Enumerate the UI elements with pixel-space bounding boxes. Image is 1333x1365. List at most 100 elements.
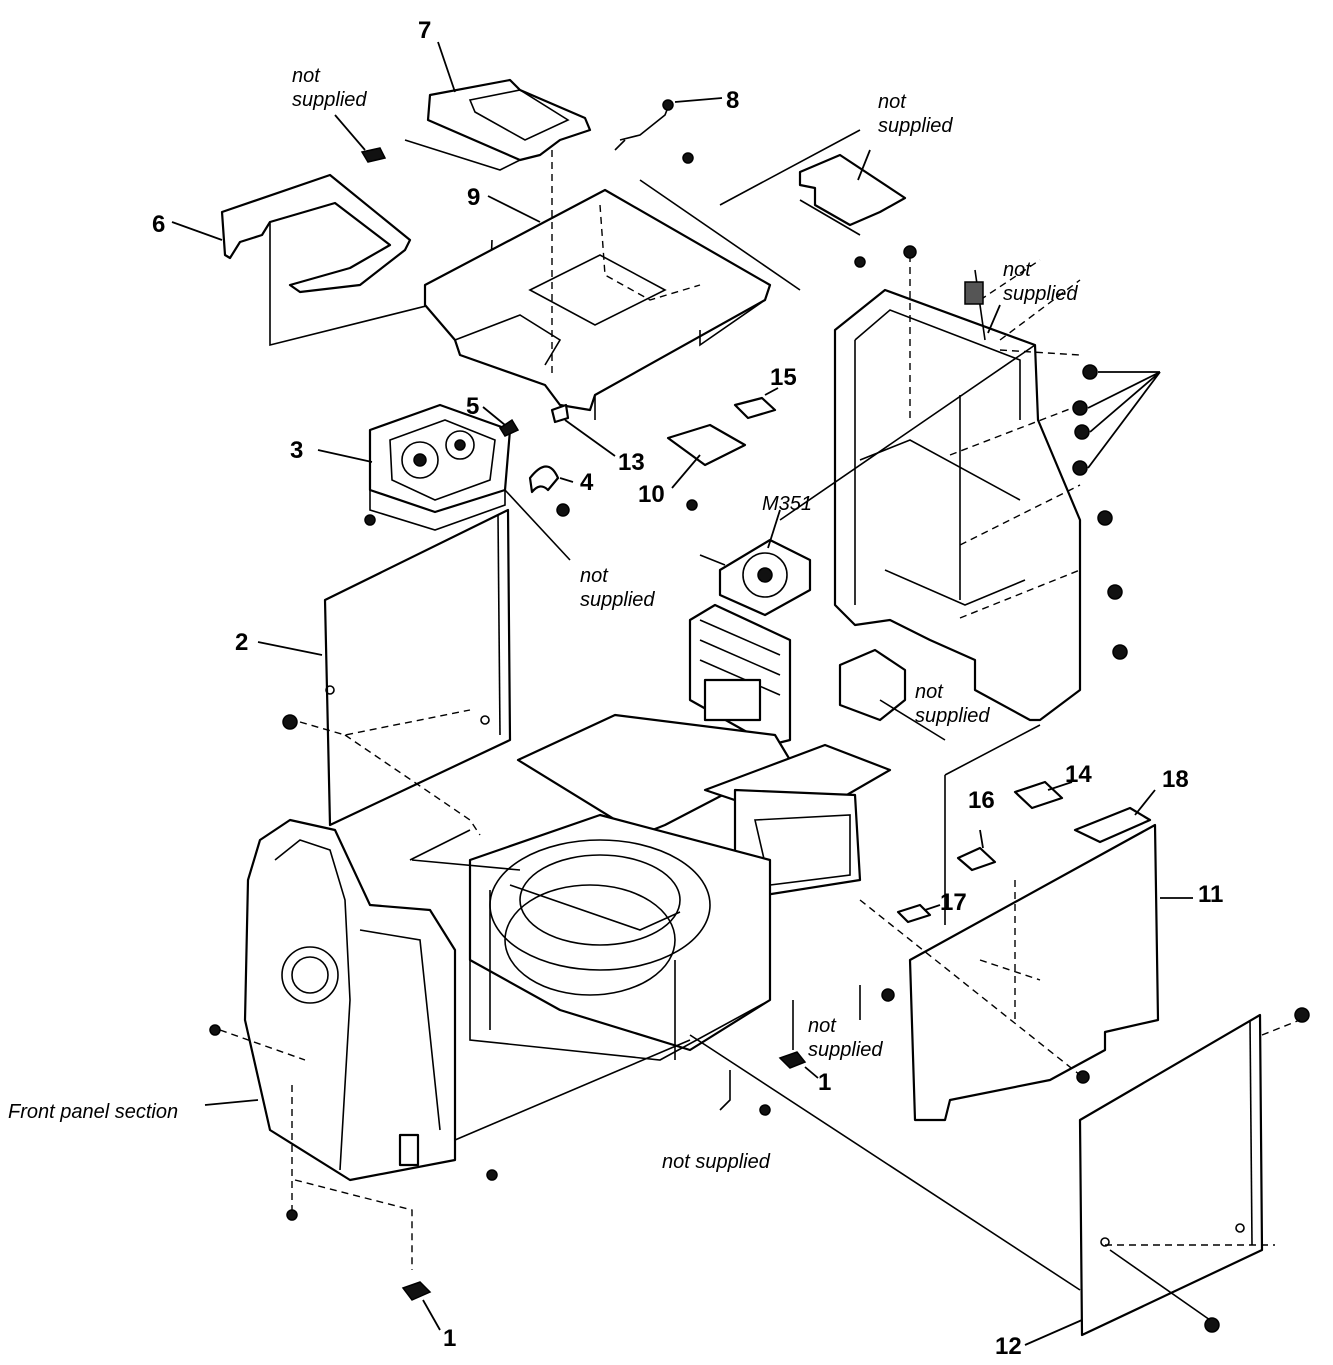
screw-mid-right xyxy=(881,988,895,1002)
note-mid-line2: supplied xyxy=(580,589,655,611)
screw-rear-top xyxy=(903,245,917,259)
screw-mechanism xyxy=(364,514,376,526)
label-part-7: 7 xyxy=(418,17,431,44)
part-6-bracket xyxy=(171,173,412,294)
part-10-sheet xyxy=(666,423,747,467)
panel-12-guide xyxy=(1109,1249,1211,1321)
label-part-2: 2 xyxy=(235,629,248,656)
label-part-1-right: 1 xyxy=(818,1069,831,1096)
note-screw-line2: supplied xyxy=(808,1039,883,1061)
label-part-9: 9 xyxy=(467,184,480,211)
guide-line-b xyxy=(719,129,861,206)
part-1-foot-right xyxy=(778,1051,807,1069)
label-part-18: 18 xyxy=(1162,766,1189,793)
label-m351: M351 xyxy=(762,493,812,515)
leader-not-supplied-mid xyxy=(504,489,571,561)
leader-not-supplied-rear xyxy=(987,304,1001,334)
part-12-side-panel xyxy=(1024,1013,1264,1346)
part-14-pad xyxy=(1013,780,1064,810)
label-part-4: 4 xyxy=(580,469,594,496)
m351-fan xyxy=(699,509,812,617)
label-part-5: 5 xyxy=(466,393,479,420)
note-mid-line1: not xyxy=(580,565,609,587)
part-7-clamp xyxy=(426,41,592,162)
part-18-block xyxy=(1073,806,1152,844)
screw-not-supplied-top xyxy=(360,147,387,163)
part-17-clip xyxy=(896,903,932,924)
guide-front-top xyxy=(409,829,521,871)
label-part-8: 8 xyxy=(726,87,739,114)
screw-panel-12-bottom xyxy=(1204,1317,1220,1333)
part-8-spring xyxy=(614,97,723,151)
guide-bracket xyxy=(879,699,946,741)
label-part-1-left: 1 xyxy=(443,1325,456,1352)
screw-side-top xyxy=(556,503,570,517)
note-top-left-line2: supplied xyxy=(292,89,367,111)
part-5-spring xyxy=(498,418,520,437)
screw-center xyxy=(686,499,698,511)
label-part-14: 14 xyxy=(1065,761,1092,788)
rear-board-dashed xyxy=(859,899,1081,1076)
screw-side-panel xyxy=(282,714,298,730)
heatsink-board xyxy=(688,603,792,747)
part-2-side-panel xyxy=(257,508,512,827)
note-bracket-line1: not xyxy=(915,681,944,703)
disc-carousel xyxy=(468,813,772,1061)
note-screw-line1: not xyxy=(808,1015,837,1037)
label-part-16: 16 xyxy=(968,787,995,814)
label-part-17: 17 xyxy=(940,889,967,916)
part-4-gear xyxy=(528,465,574,494)
bracket-center-right xyxy=(838,648,907,722)
front-foot-dashed xyxy=(294,1179,413,1270)
part-13-clip xyxy=(550,403,570,424)
note-bottom: not supplied xyxy=(662,1151,771,1173)
front-panel-section xyxy=(204,818,457,1182)
screw-top-chassis xyxy=(682,152,694,164)
label-part-10: 10 xyxy=(638,481,665,508)
guide-line-a xyxy=(639,179,801,291)
label-part-6: 6 xyxy=(152,211,165,238)
part-9-dashed-guide-2 xyxy=(599,204,701,301)
part-15-sheet xyxy=(733,396,777,420)
guide-front-carousel xyxy=(454,1039,691,1141)
part-1-foot-left xyxy=(401,1281,432,1301)
note-top-right-line2: supplied xyxy=(878,115,953,137)
part-9-top-chassis xyxy=(423,188,772,420)
note-top-left-line1: not xyxy=(292,65,321,87)
panel-12-dashed-top xyxy=(1261,1019,1301,1036)
note-front-panel: Front panel section xyxy=(8,1101,178,1123)
note-top-right-line1: not xyxy=(878,91,907,113)
note-rear-line1: not xyxy=(1003,259,1032,281)
label-part-11: 11 xyxy=(1198,881,1223,908)
front-left-dashed xyxy=(219,1029,306,1061)
screw-front-right xyxy=(486,1169,498,1181)
guide-rear-frame xyxy=(944,724,1041,925)
screws-rear-right xyxy=(1072,364,1161,660)
top-right-guide xyxy=(799,199,861,236)
part-3-mechanism xyxy=(317,403,512,531)
top-right-bracket xyxy=(798,153,907,227)
screw-top-right xyxy=(854,256,866,268)
part-7-guide-line xyxy=(404,139,521,171)
label-part-13: 13 xyxy=(618,449,645,476)
rear-panel-frame xyxy=(833,255,1082,722)
screw-front-left xyxy=(209,1024,221,1036)
guide-side-dashed xyxy=(344,734,481,836)
guide-fan-frame xyxy=(779,344,1036,521)
screw-panel-12-top xyxy=(1294,1007,1310,1023)
note-rear-line2: supplied xyxy=(1003,283,1078,305)
screw-front-bottom xyxy=(286,1209,298,1221)
screw-bottom-not-supplied xyxy=(719,1070,731,1111)
label-part-15: 15 xyxy=(770,364,797,391)
screw-rear-board xyxy=(1076,1070,1090,1084)
part-11-rear-board xyxy=(908,823,1193,1122)
side-panel-dashed xyxy=(299,709,471,736)
screw-bottom xyxy=(759,1104,771,1116)
label-part-12: 12 xyxy=(995,1333,1022,1360)
note-bracket-line2: supplied xyxy=(915,705,990,727)
label-part-3: 3 xyxy=(290,437,303,464)
guide-long-bottom xyxy=(689,1034,1081,1291)
part-16-clip xyxy=(956,846,997,872)
